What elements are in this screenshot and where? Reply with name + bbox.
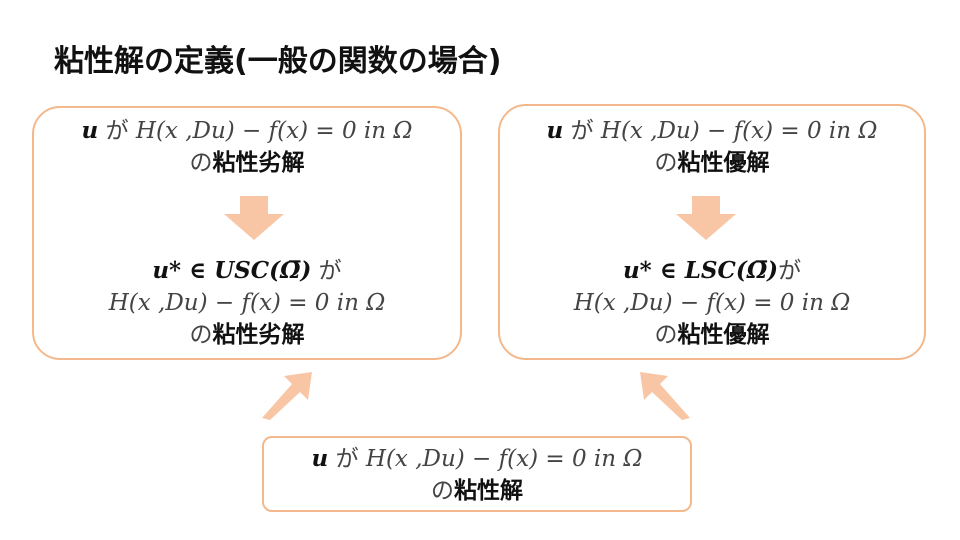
up-right-arrow-icon bbox=[262, 372, 312, 420]
bottom-label: 粘性解 bbox=[454, 478, 523, 504]
right-bottom-label-line: の粘性優解 bbox=[500, 320, 924, 350]
right-down-arrow-icon bbox=[676, 196, 736, 240]
right-bottom-equation-line: H(x ,Du) − f(x) = 0 in Ω bbox=[500, 288, 924, 318]
left-bottom-ga: が bbox=[318, 258, 342, 284]
bottom-top-line: u が H(x ,Du) − f(x) = 0 in Ω bbox=[264, 444, 690, 474]
right-top-label: 粘性優解 bbox=[677, 150, 770, 176]
bottom-label-line: の粘性解 bbox=[264, 476, 690, 506]
right-top-no: の bbox=[654, 150, 678, 176]
right-bottom-subject: u* ∈ LSC(Ω̅) bbox=[622, 257, 779, 284]
left-top-line: u が H(x ,Du) − f(x) = 0 in Ω bbox=[34, 116, 460, 146]
right-bottom-ga: が bbox=[778, 258, 802, 284]
left-down-arrow-icon bbox=[224, 196, 284, 240]
left-bottom-line: u* ∈ USC(Ω̅) が bbox=[34, 256, 460, 286]
bottom-equation: H(x ,Du) − f(x) = 0 in Ω bbox=[365, 446, 643, 472]
left-bottom-no: の bbox=[189, 322, 213, 348]
left-top-equation: H(x ,Du) − f(x) = 0 in Ω bbox=[135, 118, 413, 144]
right-top-subject: u bbox=[546, 117, 564, 144]
left-top-no: の bbox=[189, 150, 213, 176]
bottom-ga: が bbox=[335, 446, 359, 472]
right-top-line: u が H(x ,Du) − f(x) = 0 in Ω bbox=[500, 116, 924, 146]
right-top-equation: H(x ,Du) − f(x) = 0 in Ω bbox=[600, 118, 878, 144]
left-bottom-label: 粘性劣解 bbox=[212, 322, 305, 348]
bottom-no: の bbox=[431, 478, 454, 504]
left-top-label-line: の粘性劣解 bbox=[34, 148, 460, 178]
left-top-subject: u bbox=[81, 117, 99, 144]
right-bottom-line: u* ∈ LSC(Ω̅)が bbox=[500, 256, 924, 286]
right-bottom-label: 粘性優解 bbox=[677, 322, 770, 348]
right-top-ga: が bbox=[570, 118, 594, 144]
right-bottom-equation: H(x ,Du) − f(x) = 0 in Ω bbox=[573, 290, 851, 316]
left-top-label: 粘性劣解 bbox=[212, 150, 305, 176]
slide-title: 粘性解の定義(一般の関数の場合) bbox=[54, 44, 502, 79]
right-top-label-line: の粘性優解 bbox=[500, 148, 924, 178]
left-top-ga: が bbox=[105, 118, 129, 144]
viscosity-solution-box: u が H(x ,Du) − f(x) = 0 in Ω の粘性解 bbox=[262, 436, 692, 512]
bottom-subject: u bbox=[311, 445, 329, 472]
left-bottom-equation: H(x ,Du) − f(x) = 0 in Ω bbox=[108, 290, 386, 316]
subsolution-box: u が H(x ,Du) − f(x) = 0 in Ω の粘性劣解 u* ∈ … bbox=[32, 106, 462, 360]
right-bottom-no: の bbox=[654, 322, 678, 348]
left-bottom-subject: u* ∈ USC(Ω̅) bbox=[152, 257, 312, 284]
up-left-arrow-icon bbox=[640, 372, 690, 420]
left-bottom-equation-line: H(x ,Du) − f(x) = 0 in Ω bbox=[34, 288, 460, 318]
supersolution-box: u が H(x ,Du) − f(x) = 0 in Ω の粘性優解 u* ∈ … bbox=[498, 104, 926, 360]
left-bottom-label-line: の粘性劣解 bbox=[34, 320, 460, 350]
